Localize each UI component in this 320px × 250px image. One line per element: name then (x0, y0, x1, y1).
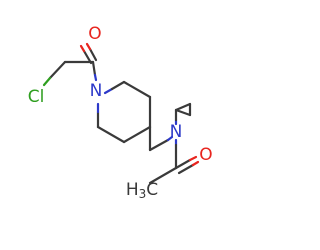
bond-carbonyl-ringn-colored (93, 73, 98, 82)
atom-nitrogen-ring: N (90, 81, 103, 101)
methyl-label-text: H3C (126, 180, 158, 201)
bond-ch2-cl (48, 60, 67, 80)
atom-chlorine: Cl (28, 87, 45, 107)
cyclopropyl-bond-1 (174, 108, 192, 117)
carbonyl-bond-top-b (88, 47, 98, 62)
bond-ch2-namide (148, 138, 170, 152)
methyl-label: H3C (126, 180, 158, 201)
ring-bond-n-c2-colored (103, 87, 114, 95)
bond-ch2-cl-colored (42, 76, 52, 87)
ring-bond-c2-c3 (122, 80, 152, 99)
carbonyl-bottom-b-o (191, 160, 200, 167)
carbonyl-bottom-b (177, 163, 195, 175)
ring-bond-c5-c6 (96, 125, 126, 144)
ring-bond-c4-c5 (122, 125, 152, 144)
atom-nitrogen-amide: N (170, 122, 183, 142)
molecule-structure: O Cl N N O H3C (28, 24, 213, 201)
cyclopropyl-group (174, 102, 192, 126)
acetyl-group (148, 138, 200, 185)
chloroacetyl-group (42, 42, 98, 87)
atom-oxygen-bottom: O (199, 145, 212, 165)
atom-oxygen-top: O (88, 24, 101, 44)
bond-carbonyl-ringn (91, 60, 97, 77)
carbonyl-bottom-a (174, 158, 192, 170)
carbonyl-bottom-a-o (188, 155, 198, 162)
carbonyl-bond-top-b-o (85, 42, 92, 51)
methylene-linker (148, 125, 174, 152)
cyclopropyl-bond-3 (174, 102, 192, 112)
bond-ch2-namide-colored (166, 135, 174, 142)
ring-bond-n-c2 (110, 80, 126, 91)
carbonyl-bond-top-a-o (79, 44, 86, 53)
piperidine-ring (96, 80, 152, 144)
bond-acyl-methyl (148, 166, 178, 185)
